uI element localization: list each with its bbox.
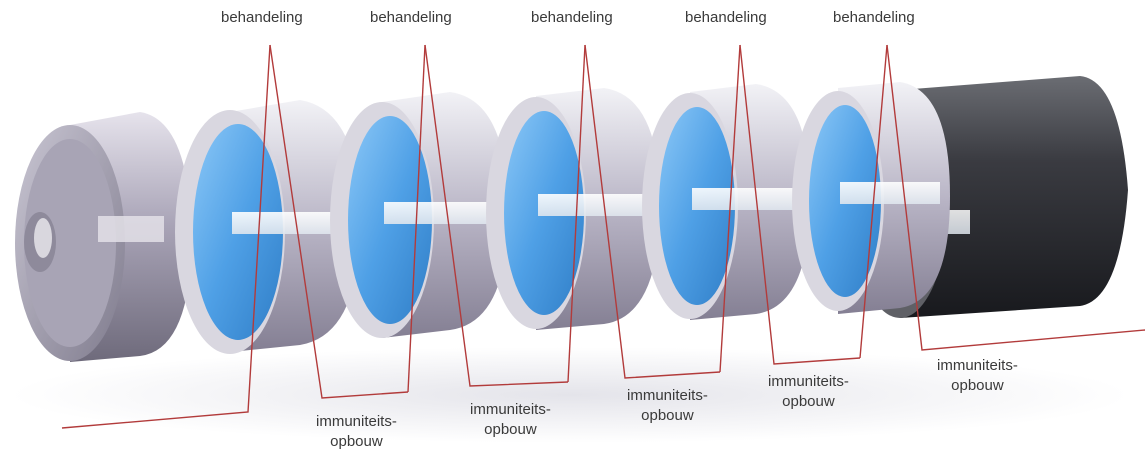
top-label-5: behandeling	[833, 8, 915, 28]
separator-disc-2	[330, 92, 508, 338]
bottom-label-2-line2: opbouw	[470, 420, 551, 440]
bottom-label-2-line1: immuniteits-	[470, 400, 551, 420]
top-label-2: behandeling	[370, 8, 452, 28]
bottom-label-2: immuniteits- opbouw	[470, 400, 551, 440]
bottom-label-4: immuniteits- opbouw	[768, 372, 849, 412]
bottom-label-5-line1: immuniteits-	[937, 356, 1018, 376]
bottom-label-1-line2: opbouw	[316, 432, 397, 452]
top-label-3: behandeling	[531, 8, 613, 28]
top-label-4: behandeling	[685, 8, 767, 28]
bottom-label-1: immuniteits- opbouw	[316, 412, 397, 452]
top-label-1: behandeling	[221, 8, 303, 28]
end-cap	[15, 112, 192, 362]
bottom-label-3: immuniteits- opbouw	[627, 386, 708, 426]
bottom-label-3-line1: immuniteits-	[627, 386, 708, 406]
bottom-label-5-line2: opbouw	[937, 376, 1018, 396]
bottom-label-4-line1: immuniteits-	[768, 372, 849, 392]
separator-disc-5	[792, 82, 950, 314]
bottom-label-4-line2: opbouw	[768, 392, 849, 412]
bottom-label-3-line2: opbouw	[627, 406, 708, 426]
bottom-label-5: immuniteits- opbouw	[937, 356, 1018, 396]
bottom-label-1-line1: immuniteits-	[316, 412, 397, 432]
